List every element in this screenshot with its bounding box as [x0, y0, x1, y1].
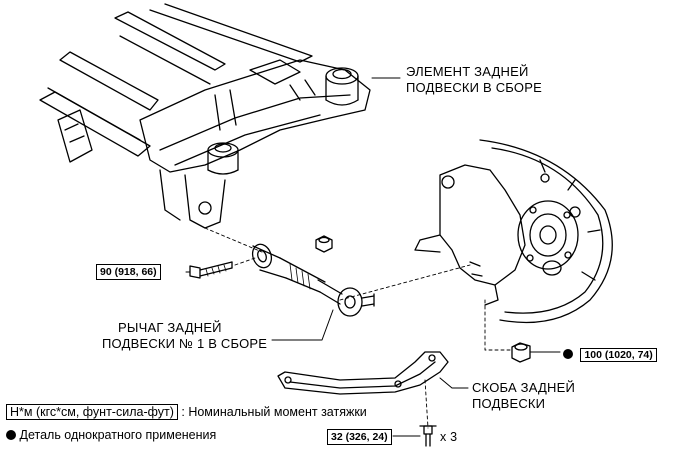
axle-carrier-illustration [414, 139, 613, 324]
nonreusable-dot-icon [563, 349, 573, 359]
suspension-member-illustration [39, 3, 371, 229]
rear-arm-label-line2: ПОДВЕСКИ № 1 В СБОРЕ [102, 336, 268, 351]
torque-unit-description: : Номинальный момент затяжки [181, 405, 367, 419]
rear-arm-illustration [251, 243, 375, 317]
suspension-member-label: ЭЛЕМЕНТ ЗАДНЕЙ ПОДВЕСКИ В СБОРЕ [406, 64, 542, 96]
torque-bracket-bolt: 32 (326, 24) [327, 429, 392, 445]
suspension-member-label-line2: ПОДВЕСКИ В СБОРЕ [406, 80, 542, 95]
arm-leader-line [271, 309, 334, 341]
bracket-illustration [277, 351, 449, 395]
carrier-nut-illustration [511, 342, 531, 363]
bracket-leader-line [439, 377, 469, 389]
torque-carrier-nut: 100 (1020, 74) [563, 345, 657, 363]
torque-unit-box: Н*м (кгс*см, фунт-сила-фут) [6, 404, 178, 420]
torque-legend: Н*м (кгс*см, фунт-сила-фут) : Номинальны… [6, 404, 367, 420]
rear-arm-label-line1: РЫЧАГ ЗАДНЕЙ [118, 320, 222, 335]
nonreusable-legend-text: Деталь однократного применения [19, 428, 217, 442]
bracket-bolt-illustration [419, 425, 437, 447]
assembly-dashed-lines [204, 227, 511, 429]
bracket-label: СКОБА ЗАДНЕЙ ПОДВЕСКИ [472, 380, 575, 412]
nonreusable-legend-dot-icon [6, 430, 16, 440]
torque-arm-bolt: 90 (918, 66) [96, 264, 161, 280]
arm-nut-illustration [315, 235, 333, 253]
rear-arm-label: РЫЧАГ ЗАДНЕЙ ПОДВЕСКИ № 1 В СБОРЕ [102, 320, 267, 352]
torque-carrier-nut-value: 100 (1020, 74) [580, 348, 657, 362]
bracket-bolt-quantity: x 3 [440, 430, 458, 444]
suspension-member-label-line1: ЭЛЕМЕНТ ЗАДНЕЙ [406, 64, 529, 79]
nonreusable-legend: Деталь однократного применения [6, 427, 216, 443]
arm-bolt-illustration [189, 261, 233, 279]
bracket-label-line1: СКОБА ЗАДНЕЙ [472, 380, 576, 395]
bracket-label-line2: ПОДВЕСКИ [472, 396, 546, 411]
